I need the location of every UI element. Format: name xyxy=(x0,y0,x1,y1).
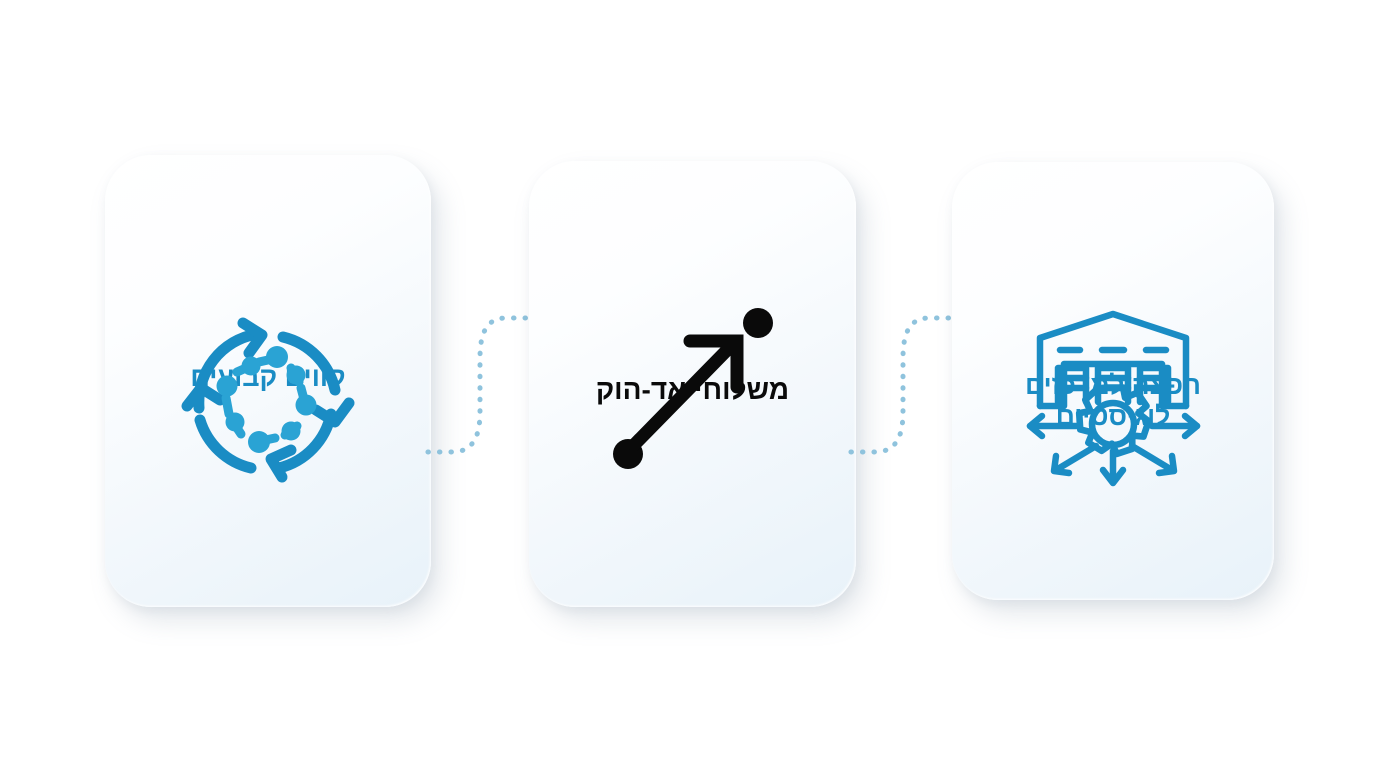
diagonal-arrow-points-icon xyxy=(598,301,788,481)
connector-card2-card3 xyxy=(844,300,967,470)
connector-card1-card2 xyxy=(421,300,544,470)
card-fixed-lines[interactable]: קווים קבועים xyxy=(105,155,431,607)
card-logistics-center-distribution[interactable]: הפצה למרכזים לוגיסטיים xyxy=(952,162,1274,600)
circular-arrows-network-icon xyxy=(163,298,373,488)
card-title-ad-hoc-shipments: משלוחי אד-הוק xyxy=(595,374,790,405)
warehouse-gear-distribution-icon xyxy=(1018,310,1208,490)
card-ad-hoc-shipments[interactable]: משלוחי אד-הוק xyxy=(529,161,856,607)
